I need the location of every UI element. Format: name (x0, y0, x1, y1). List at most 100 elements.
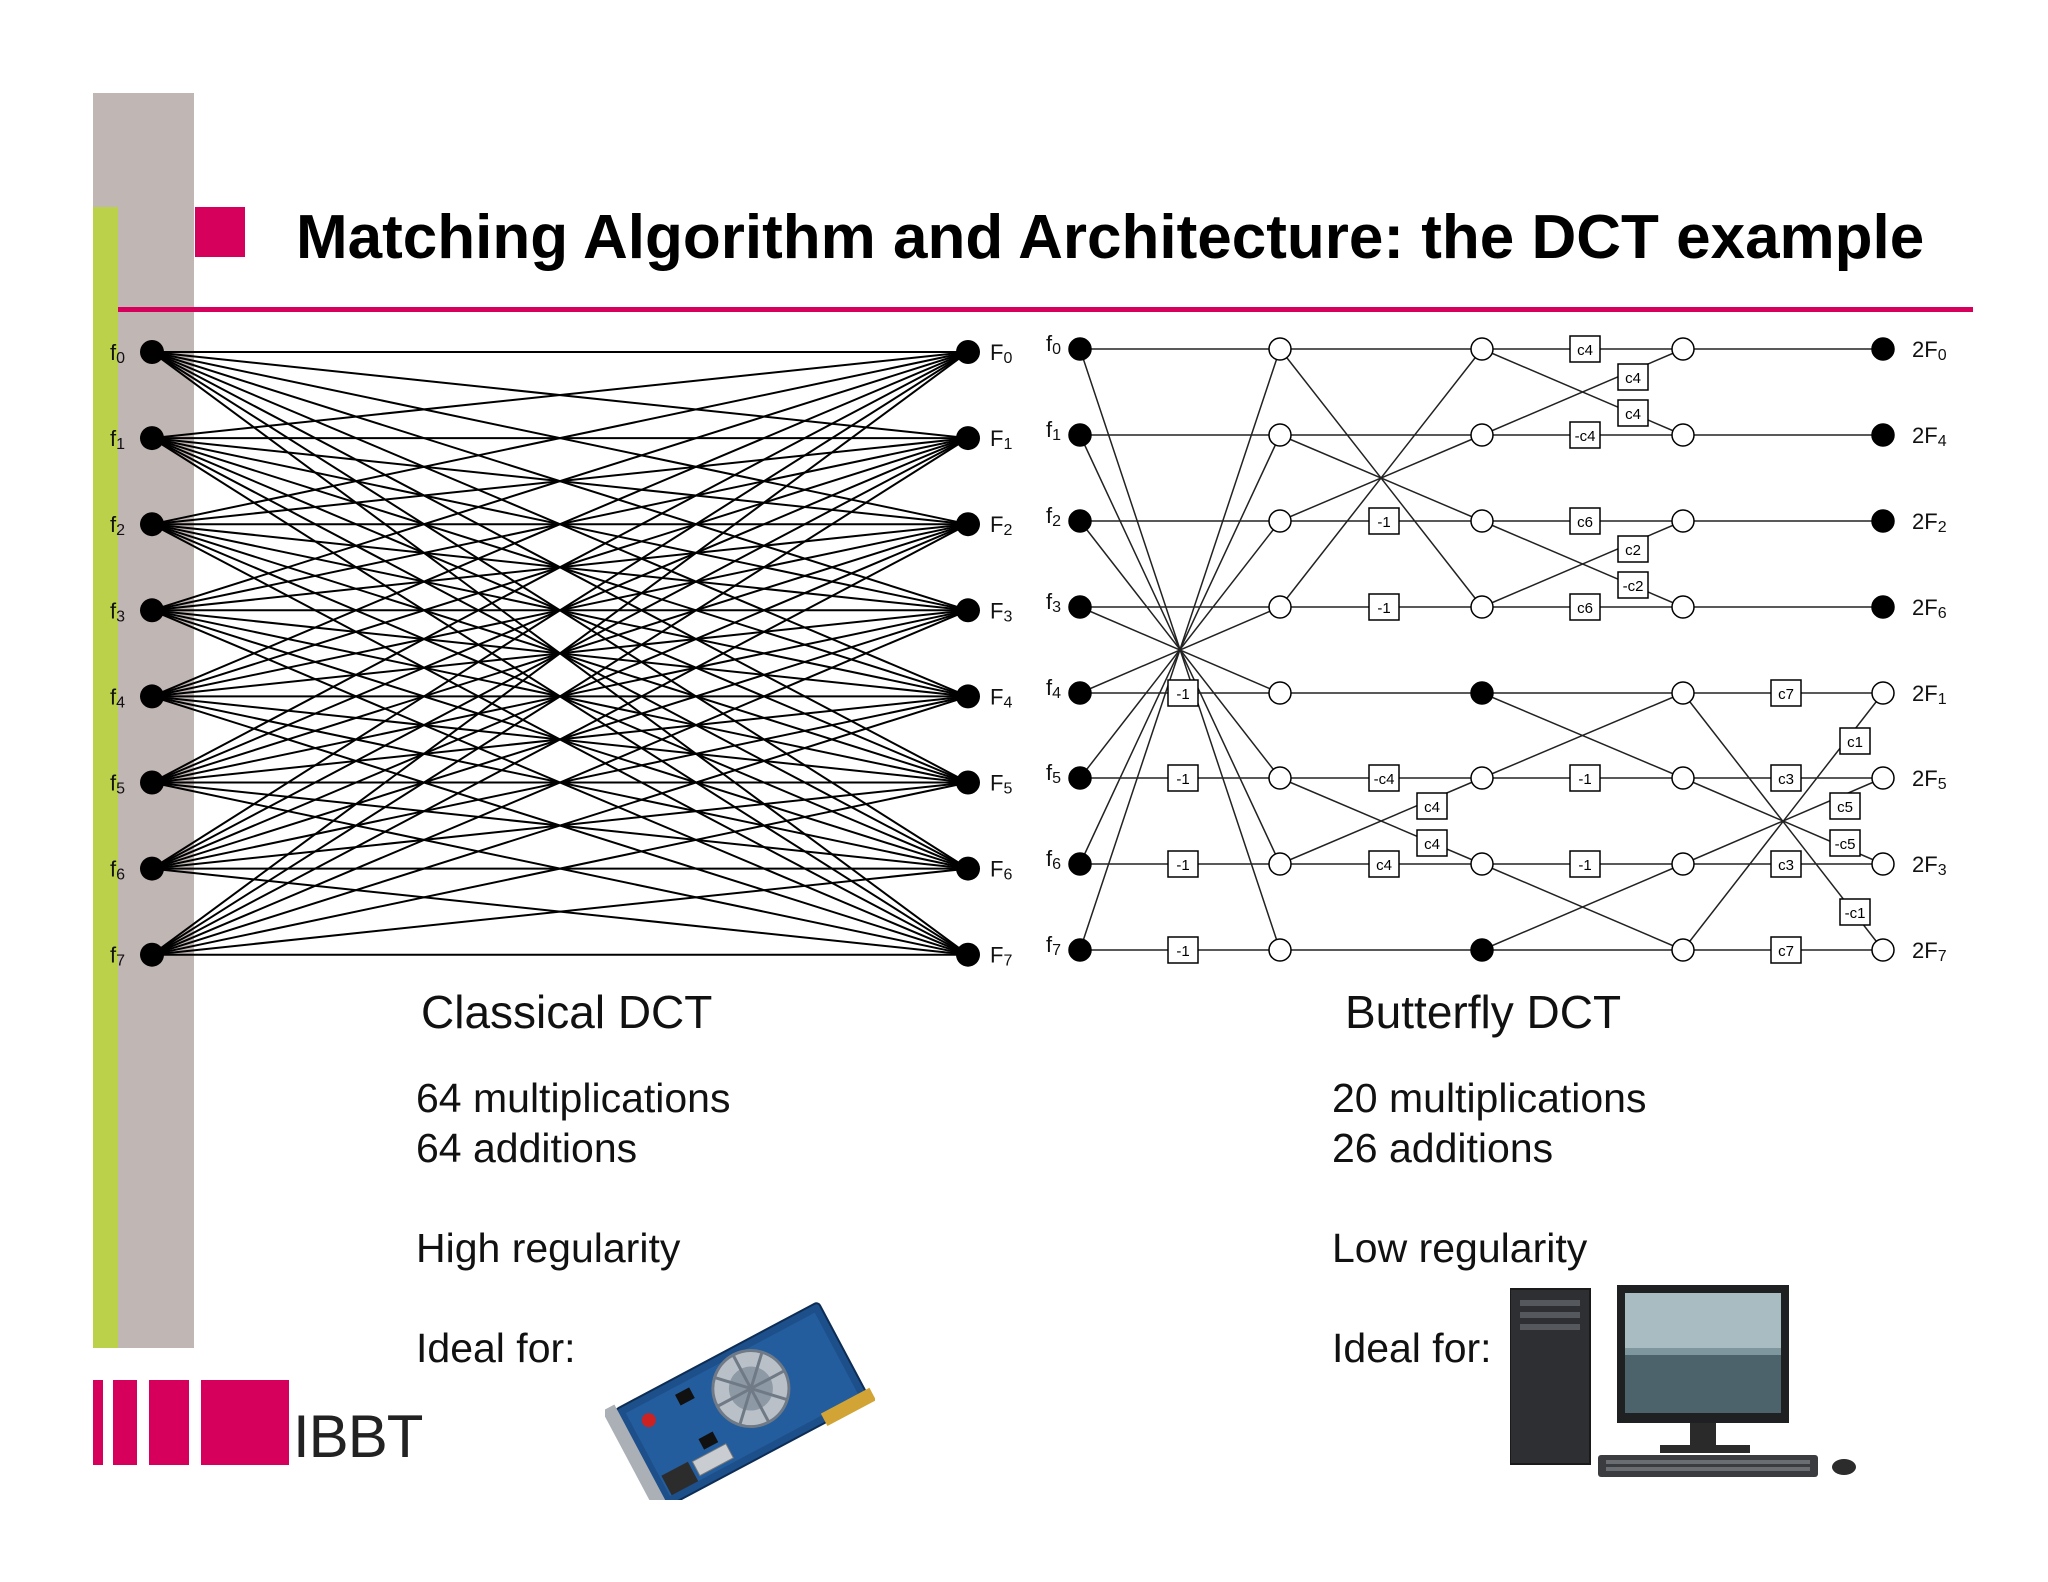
coefficient-label: -1 (1377, 600, 1390, 617)
butterfly-node (1671, 938, 1695, 962)
classical-input-node (140, 598, 164, 623)
coefficient-label: c6 (1577, 600, 1593, 617)
butterfly-input-label: f6 (1046, 846, 1061, 873)
coefficient-label: -1 (1176, 686, 1189, 703)
coefficient-label: c4 (1625, 406, 1641, 423)
coefficient-label: c4 (1577, 342, 1593, 359)
butterfly-node (1068, 595, 1092, 619)
coefficient-label: c4 (1424, 799, 1440, 816)
butterfly-node (1671, 509, 1695, 533)
butterfly-edge (1481, 692, 1684, 779)
side-stripe-green (93, 207, 118, 1348)
butterfly-additions: 26 additions (1332, 1125, 1554, 1171)
butterfly-output-label: 2F2 (1912, 509, 1947, 536)
coefficient-label: c3 (1778, 771, 1794, 788)
classical-edge (151, 351, 969, 612)
coefficient-box: -c2 (1617, 571, 1649, 599)
butterfly-output-label: 2F5 (1912, 766, 1947, 793)
coefficient-label: -1 (1176, 857, 1189, 874)
butterfly-input-label: f3 (1046, 589, 1061, 616)
butterfly-node (1068, 938, 1092, 962)
butterfly-node (1871, 509, 1895, 533)
coefficient-box: c3 (1770, 850, 1802, 878)
coefficient-box: -1 (1569, 764, 1601, 792)
coefficient-box: -c1 (1839, 898, 1871, 926)
classical-dct-heading: Classical DCT (421, 986, 713, 1038)
butterfly-node (1268, 852, 1292, 876)
butterfly-node (1470, 423, 1494, 447)
classical-output-label: F0 (990, 340, 1012, 367)
classical-output-node (956, 512, 980, 537)
butterfly-dct-nodes (1068, 337, 1895, 962)
classical-additions: 64 additions (416, 1125, 638, 1171)
coefficient-box: -1 (1368, 593, 1400, 621)
butterfly-node (1871, 766, 1895, 790)
classical-edge (151, 609, 969, 956)
coefficient-box: -1 (1167, 936, 1199, 964)
classical-output-node (956, 942, 980, 967)
butterfly-output-label: 2F7 (1912, 938, 1947, 965)
classical-input-label: f5 (110, 771, 125, 798)
butterfly-node (1068, 509, 1092, 533)
classical-output-label: F4 (990, 684, 1012, 711)
coefficient-box: c3 (1770, 764, 1802, 792)
desktop-computer-icon (1510, 1285, 1856, 1477)
coefficient-box: c7 (1770, 679, 1802, 707)
classical-edge (151, 351, 969, 784)
classical-output-node (956, 770, 980, 795)
classical-output-node (956, 684, 980, 709)
graphics-card-icon (605, 1302, 875, 1500)
butterfly-node (1470, 681, 1494, 705)
butterfly-edge (1481, 863, 1684, 951)
classical-edge (151, 351, 969, 870)
coefficient-label: -1 (1578, 771, 1591, 788)
classical-input-node (140, 512, 164, 537)
butterfly-node (1671, 423, 1695, 447)
coefficient-label: c7 (1778, 686, 1794, 703)
butterfly-node (1068, 852, 1092, 876)
butterfly-node (1671, 337, 1695, 361)
ibbt-logo: IBBT (93, 1380, 423, 1470)
classical-output-label: F2 (990, 512, 1012, 539)
coefficient-box: c4 (1416, 829, 1448, 857)
coefficient-box: c4 (1569, 335, 1601, 363)
classical-output-label: F1 (990, 426, 1012, 453)
classical-input-label: f1 (110, 426, 125, 453)
title-bullet-square (195, 207, 245, 257)
classical-regularity: High regularity (416, 1225, 681, 1271)
classical-input-node (140, 426, 164, 451)
classical-output-node (956, 856, 980, 881)
classical-output-node (956, 340, 980, 364)
coefficient-label: c7 (1778, 943, 1794, 960)
butterfly-node (1470, 852, 1494, 876)
coefficient-label: c3 (1778, 857, 1794, 874)
butterfly-output-label: 2F6 (1912, 595, 1947, 622)
classical-input-node (140, 770, 164, 795)
classical-output-label: F6 (990, 857, 1012, 884)
classical-edge (151, 351, 969, 526)
butterfly-node (1671, 681, 1695, 705)
coefficient-box: c1 (1839, 727, 1871, 755)
butterfly-regularity: Low regularity (1332, 1225, 1588, 1271)
classical-edge (151, 781, 969, 956)
coefficient-box: c5 (1829, 792, 1861, 820)
coefficient-box: -1 (1167, 850, 1199, 878)
classical-input-label: f0 (110, 340, 125, 367)
coefficient-label: -c4 (1575, 428, 1596, 445)
classical-edge (151, 867, 969, 956)
classical-edge (151, 523, 969, 956)
butterfly-node (1268, 337, 1292, 361)
butterfly-node (1268, 681, 1292, 705)
coefficient-box: -c4 (1368, 764, 1400, 792)
classical-input-label: f7 (110, 943, 125, 970)
butterfly-node (1268, 766, 1292, 790)
coefficient-box: -1 (1368, 507, 1400, 535)
butterfly-dct-heading: Butterfly DCT (1345, 986, 1622, 1038)
coefficient-box: -1 (1167, 679, 1199, 707)
classical-edge (151, 351, 969, 698)
coefficient-label: c4 (1625, 370, 1641, 387)
classical-edge (151, 351, 969, 440)
classical-input-label: f2 (110, 512, 125, 539)
butterfly-node (1068, 681, 1092, 705)
butterfly-node (1871, 681, 1895, 705)
